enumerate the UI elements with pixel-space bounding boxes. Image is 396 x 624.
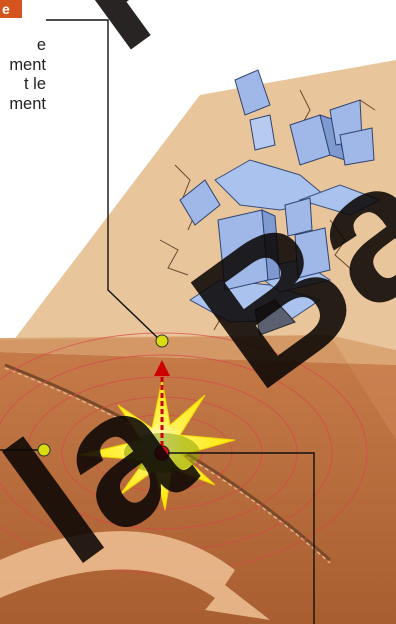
label-tag: e [0, 0, 22, 18]
callout-marker-fault [38, 444, 50, 456]
callout-marker-surface [156, 335, 168, 347]
hypocenter-dot [155, 446, 169, 460]
callout-text: e ment t le ment [0, 36, 46, 114]
